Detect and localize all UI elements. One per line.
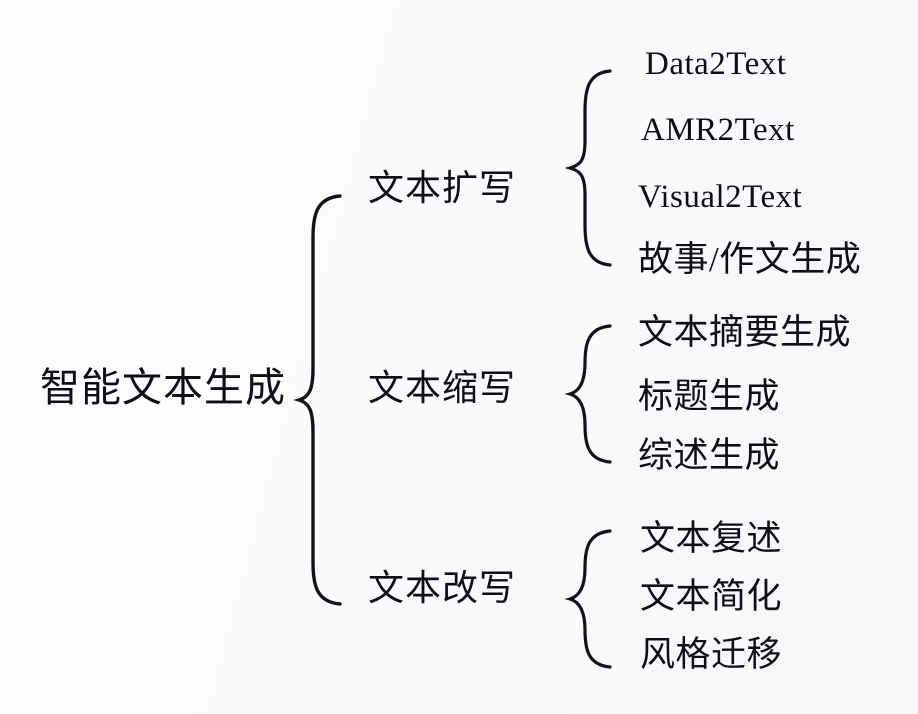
leaf-text-summarization: 文本摘要生成 xyxy=(638,313,852,352)
leaf-text-simplification: 文本简化 xyxy=(640,577,783,616)
sub-brace-3 xyxy=(564,529,612,669)
leaf-headline-generation: 标题生成 xyxy=(638,377,781,416)
branch-label-text-compression: 文本缩写 xyxy=(368,368,517,408)
leaf-visual2text: Visual2Text xyxy=(638,179,803,215)
root-brace xyxy=(293,194,342,606)
leaf-amr2text: AMR2Text xyxy=(641,112,795,148)
leaf-style-transfer: 风格迁移 xyxy=(640,635,783,674)
root-node-label: 智能文本生成 xyxy=(40,365,286,410)
sub-brace-2 xyxy=(564,324,612,464)
leaf-story-essay-generation: 故事/作文生成 xyxy=(638,240,862,279)
sub-brace-1 xyxy=(564,69,612,267)
leaf-text-paraphrase: 文本复述 xyxy=(640,519,783,558)
branch-label-text-rewriting: 文本改写 xyxy=(368,568,517,608)
leaf-data2text: Data2Text xyxy=(645,46,787,82)
leaf-survey-generation: 综述生成 xyxy=(638,436,781,475)
branch-label-text-expansion: 文本扩写 xyxy=(368,168,517,208)
